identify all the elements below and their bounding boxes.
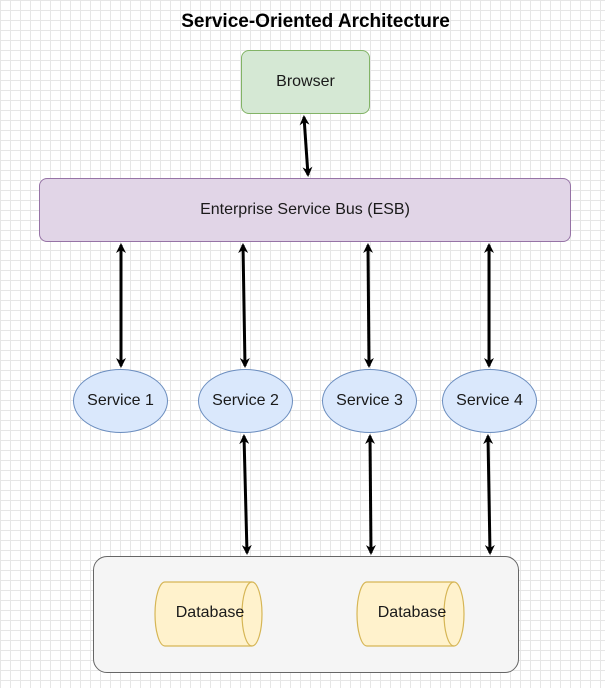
service-1-label: Service 1 [87,392,154,409]
esb-label: Enterprise Service Bus (ESB) [200,201,410,218]
arrow-service-3-db [365,434,376,555]
browser-label: Browser [276,73,335,90]
arrow-browser-esb [299,115,313,177]
arrow-service-2-db [239,434,252,555]
service-2-label: Service 2 [212,392,279,409]
service-1-node[interactable]: Service 1 [73,369,168,433]
service-4-label: Service 4 [456,392,523,409]
diagram-title: Service-Oriented Architecture [181,11,450,32]
arrow-esb-service-2 [238,243,250,368]
esb-node[interactable]: Enterprise Service Bus (ESB) [39,178,571,242]
database-2-label: Database [377,604,447,621]
service-3-node[interactable]: Service 3 [322,369,417,433]
arrow-esb-service-3 [363,243,374,368]
service-4-node[interactable]: Service 4 [442,369,537,433]
browser-node[interactable]: Browser [241,50,370,114]
database-1-cylinder[interactable] [154,581,263,647]
service-2-node[interactable]: Service 2 [198,369,293,433]
database-1-label: Database [175,604,245,621]
arrow-service-4-db [483,434,495,555]
service-3-label: Service 3 [336,392,403,409]
database-2-cylinder[interactable] [356,581,465,647]
